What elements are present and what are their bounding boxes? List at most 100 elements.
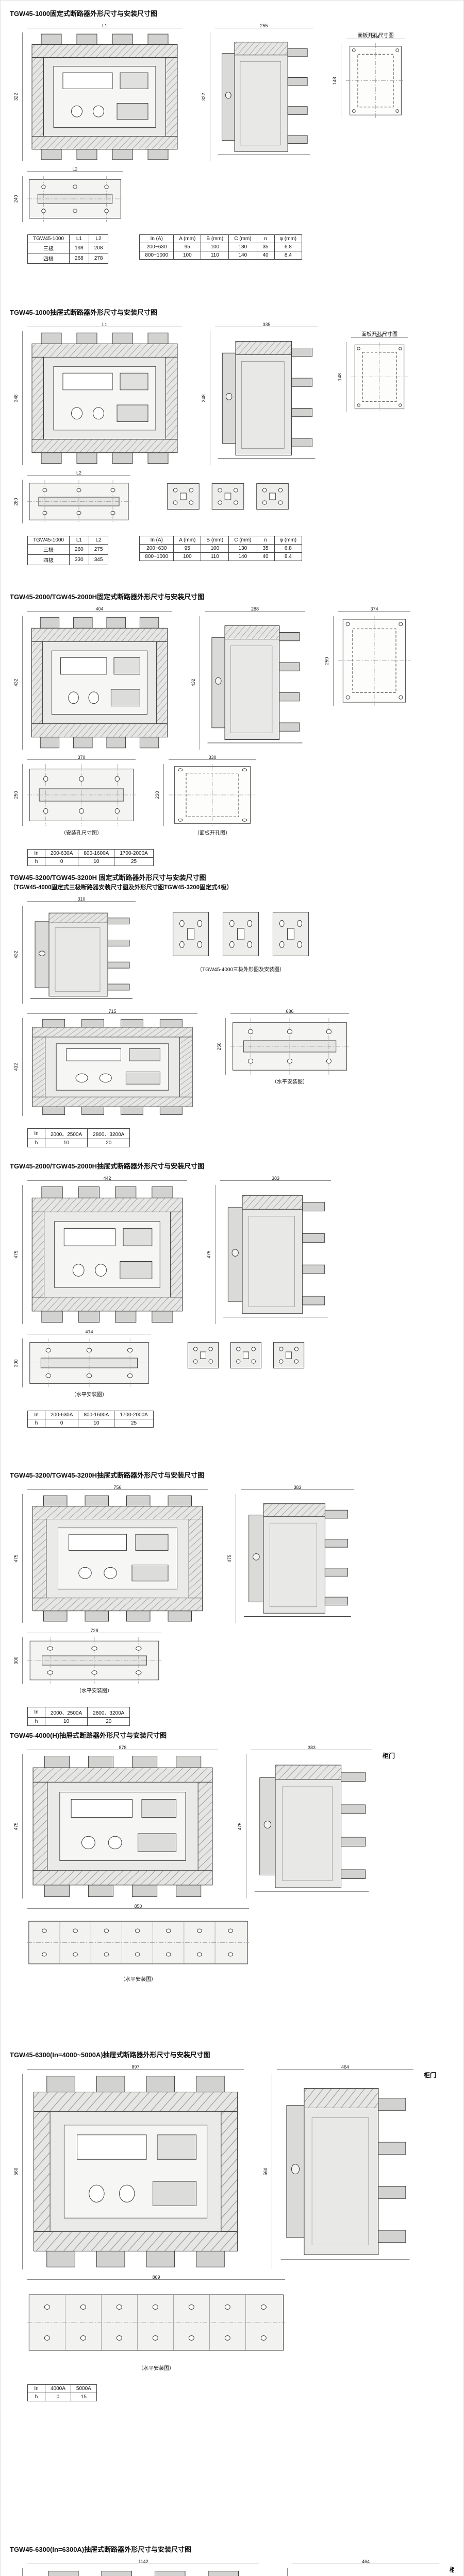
dimension-label: 414 <box>85 1329 93 1335</box>
mounting-plan-drawing: 686 250 <box>217 1009 349 1075</box>
horizontal-install-figure: 850 （水平安装图） <box>27 1904 249 1983</box>
table-header-cell: 2000、2500A <box>44 1128 88 1140</box>
dimension-label: 280 <box>13 498 19 506</box>
drawing-art <box>215 331 318 465</box>
dimension-label: 383 <box>271 1176 280 1181</box>
table-header-cell: 200-630A <box>44 1411 79 1420</box>
dimension-label: 250 <box>217 1042 222 1050</box>
drawing-caption: （水平安装图） <box>272 1079 308 1086</box>
dimension-label: 234 <box>371 34 380 40</box>
table-cell: 15 <box>70 2393 97 2402</box>
horizontal-install-figure: 869 （水平安装图） <box>27 2275 285 2372</box>
breaker-side-view: 383 475 <box>206 1176 331 1325</box>
dimension-label: 240 <box>13 195 19 203</box>
table-header-cell: 2800、3200A <box>87 1128 130 1140</box>
table-header-cell: L2 <box>88 536 109 545</box>
dimension-label: 288 <box>251 606 259 612</box>
panel-cutout-figure: 面板开孔尺寸图 234 148 <box>337 331 408 412</box>
drawing-caption: （水平安装图） <box>71 1392 107 1398</box>
mounting-holes-figure: 370 250 （安装孔尺寸图） <box>13 755 136 837</box>
drawing-art <box>241 1494 354 1623</box>
table-header-cell: φ (mm) <box>274 536 303 545</box>
breaker-front-view: L1 348 <box>13 322 182 466</box>
section-tgw45-3200-fixed: TGW45-3200/TGW45-3200H 固定式断路器外形尺寸与安装尺寸图 … <box>10 872 454 1160</box>
drawing-art <box>169 764 256 826</box>
panel-cutout-figure: 面板开孔尺寸图 234 148 <box>332 32 405 118</box>
drawing-row: 442 475 383 475 <box>10 1172 454 1327</box>
drawing-caption: （TGW45-4000三极外形图及安装图） <box>196 967 285 973</box>
panel-opening-figure: 330 230 （面板开孔图） <box>155 755 256 837</box>
table-header-cell: L1 <box>69 536 89 545</box>
drawing-art <box>338 616 410 706</box>
table-cell: 20 <box>87 1139 130 1148</box>
drawing-row: 404 432 288 432 374 259 <box>10 602 454 753</box>
section-title: TGW45-2000/TGW45-2000H抽屉式断路器外形尺寸与安装尺寸图 <box>10 1162 205 1170</box>
dimension-label: 330 <box>208 755 217 760</box>
section-title: TGW45-1000抽屉式断路器外形尺寸与安装尺寸图 <box>10 309 158 316</box>
mounting-plan-drawing: L2 280 <box>13 470 130 524</box>
dimension-label: 432 <box>13 951 19 959</box>
dimension-label: 404 <box>95 606 104 612</box>
table-cell: 0 <box>44 857 79 867</box>
section-tgw45-2000-drawout: TGW45-2000/TGW45-2000H抽屉式断路器外形尺寸与安装尺寸图 4… <box>10 1160 454 1469</box>
dimension-label: 475 <box>237 1822 242 1831</box>
mounting-plan-drawing: 414 300 <box>13 1329 151 1388</box>
tgw45-4000-figure: （TGW45-4000三极外形图及安装图） <box>169 906 313 973</box>
table-header-cell: 800-1600A <box>78 849 115 858</box>
drawing-row: L1 322 255 322 面板开孔尺寸图 234 148 <box>10 19 454 164</box>
dimension-label: 432 <box>13 1063 19 1071</box>
dimension-label: 310 <box>77 896 86 902</box>
table-cell: h <box>27 857 45 867</box>
terminal-detail-drawing <box>163 480 292 514</box>
table-cell: 0 <box>44 1419 79 1428</box>
drawing-art <box>27 1338 151 1387</box>
table-cell: 35 <box>256 243 275 252</box>
breaker-front-view: L1 322 <box>13 23 182 162</box>
breaker-side-view: 464 560 柜门 <box>287 2559 454 2576</box>
table-cell: 20 <box>87 1717 130 1726</box>
table-header-cell: 800-1600A <box>78 1411 115 1420</box>
table-cell: 130 <box>228 544 257 553</box>
drawing-art <box>277 2074 413 2269</box>
dimension-label: 756 <box>113 1485 122 1490</box>
table-cell: 268 <box>69 253 89 264</box>
breaker-front-view: 878 475 <box>13 1745 218 1899</box>
dimension-label: 442 <box>103 1176 111 1181</box>
table-header-cell: 4000A <box>45 2384 71 2394</box>
drawing-row: 728 300 （水平安装图） <box>10 1626 454 1698</box>
drawing-row: 715 432 686 250 （水平安装图） <box>10 1007 454 1119</box>
section-title: TGW45-1000固定式断路器外形尺寸与安装尺寸图 <box>10 10 158 18</box>
drawing-art <box>27 1637 161 1684</box>
dimension-label: 475 <box>206 1250 211 1259</box>
drawing-row: 878 475 383 475 柜门 <box>10 1741 454 1902</box>
horizontal-install-drawing: 850 <box>27 1904 249 1973</box>
table-cell: 278 <box>88 253 109 264</box>
mounting-plan-drawing: L2 240 <box>13 166 123 223</box>
section-tgw45-2000-fixed: TGW45-2000/TGW45-2000H固定式断路器外形尺寸与安装尺寸图 4… <box>10 591 454 872</box>
drawing-art <box>346 43 405 118</box>
panel-opening-drawing: 330 230 <box>155 755 256 826</box>
dimension-label: 383 <box>307 1745 316 1751</box>
table-cell: 6.8 <box>274 243 303 252</box>
section-tgw45-6300-6300-drawout: TGW45-6300(In=6300A)抽屉式断路器外形尺寸与安装尺寸图 114… <box>10 2544 454 2576</box>
table-cell: 208 <box>88 243 109 254</box>
panel-cutout-drawing: 374 259 <box>324 606 410 706</box>
table-header-cell: A (mm) <box>173 234 202 244</box>
table-cell: 10 <box>44 1139 88 1148</box>
drawing-row: 414 300 （水平安装图） <box>10 1327 454 1401</box>
drawing-row: 897 560 464 560 柜门 <box>10 2060 454 2273</box>
